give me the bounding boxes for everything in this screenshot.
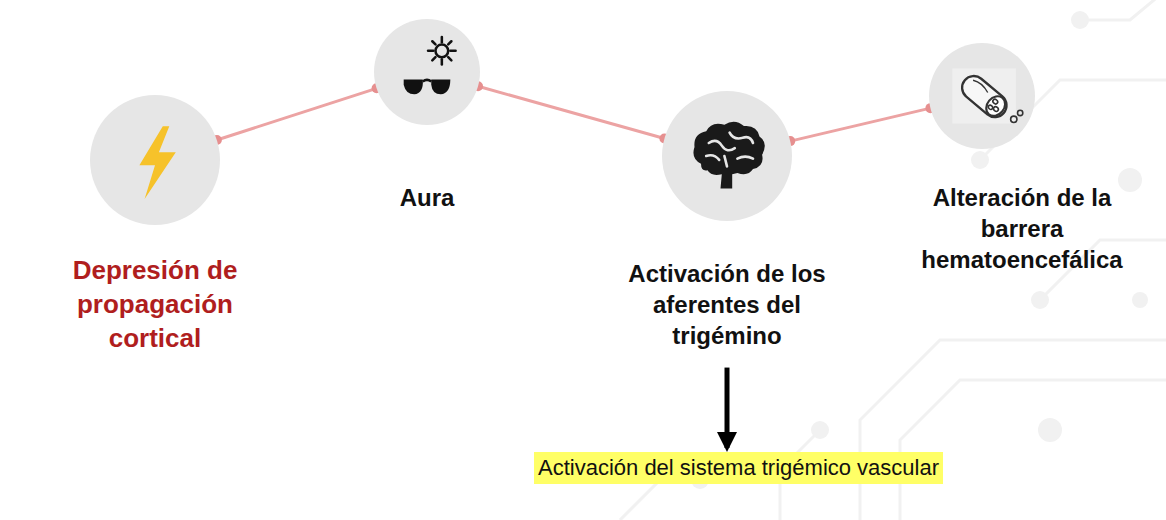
connector [212, 83, 382, 145]
vessel-cell-icon [929, 43, 1035, 149]
step-circle [929, 43, 1035, 149]
step-circle [662, 91, 792, 221]
step-circle [374, 19, 480, 125]
step-node: Alteración de la barrera hematoencefálic… [906, 43, 1138, 276]
step-label: Aura [347, 182, 507, 213]
connector [473, 81, 669, 143]
sun-sunglasses-icon [374, 19, 480, 125]
step-circle [90, 95, 220, 225]
step-label: Activación de los aferentes del trigémin… [607, 258, 847, 352]
step-node: Aura [347, 19, 507, 213]
connector [727, 368, 728, 448]
brain-icon [662, 91, 792, 221]
highlight-text: Activación del sistema trigémico vascula… [534, 452, 943, 484]
highlight-box: Activación del sistema trigémico vascula… [534, 452, 943, 484]
connector [785, 103, 935, 146]
step-node: Activación de los aferentes del trigémin… [607, 91, 847, 352]
step-label: Alteración de la barrera hematoencefálic… [906, 182, 1138, 276]
lightning-icon [90, 95, 220, 225]
step-label: Depresión de propagación cortical [40, 254, 270, 355]
step-node: Depresión de propagación cortical [40, 95, 270, 355]
